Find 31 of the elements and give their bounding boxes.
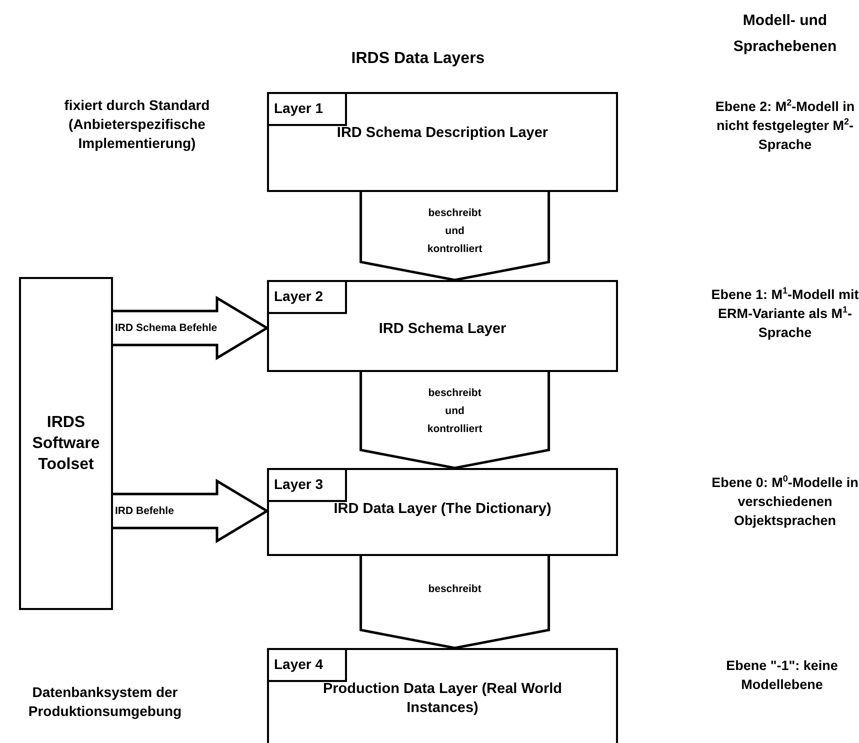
block-arrow <box>112 478 270 544</box>
level-note: Ebene "-1": keine Modellebene <box>725 657 839 694</box>
block-arrow <box>360 554 550 650</box>
note: Datenbanksystem der Produktionsumgebung <box>27 683 183 721</box>
note: fixiert durch Standard (Anbieterspezifische Implementierung) <box>63 96 211 153</box>
toolset-box <box>19 277 113 610</box>
edge-label: beschreibt und kontrolliert <box>426 386 484 437</box>
block-arrow <box>360 370 550 470</box>
layer-box <box>267 280 618 372</box>
toolset-title: IRDS Software Toolset <box>31 413 101 475</box>
edge-label: beschreibt und kontrolliert <box>426 206 484 257</box>
layer-tab: Layer 2 <box>269 282 347 314</box>
layer-tab: Layer 3 <box>269 470 347 502</box>
block-arrow <box>360 190 550 282</box>
edge-label: IRD Schema Befehle <box>115 321 218 336</box>
layer-title: IRD Data Layer (The Dictionary) <box>332 500 552 519</box>
layer-title: IRD Schema Description Layer <box>336 124 550 143</box>
layer-tab: Layer 1 <box>269 94 347 126</box>
level-note: Ebene 2: M$^{2}$-Modell in nicht festgelegter M$^{2}$-Sprache <box>714 97 856 154</box>
layer-box <box>267 468 618 556</box>
edge-label: beschreibt <box>427 582 482 597</box>
layer-box <box>267 648 618 743</box>
level-note: Ebene 0: M$^{0}$-Modelle in verschiedenen Objektsprachen <box>710 473 859 530</box>
layer-title: Production Data Layer (Real World Instances) <box>322 680 564 718</box>
column-heading: Modell- und Sprachebenen <box>732 11 838 57</box>
layer-tab: Layer 4 <box>269 650 347 682</box>
edge-label: IRD Befehle <box>115 504 174 519</box>
diagram-title: IRDS Data Layers <box>350 49 486 68</box>
level-note: Ebene 1: M$^{1}$-Modell mit ERM-Variante als M$^{1}$-Sprache <box>710 285 859 342</box>
layer-title: IRD Schema Layer <box>378 320 508 339</box>
block-arrow <box>112 296 270 360</box>
